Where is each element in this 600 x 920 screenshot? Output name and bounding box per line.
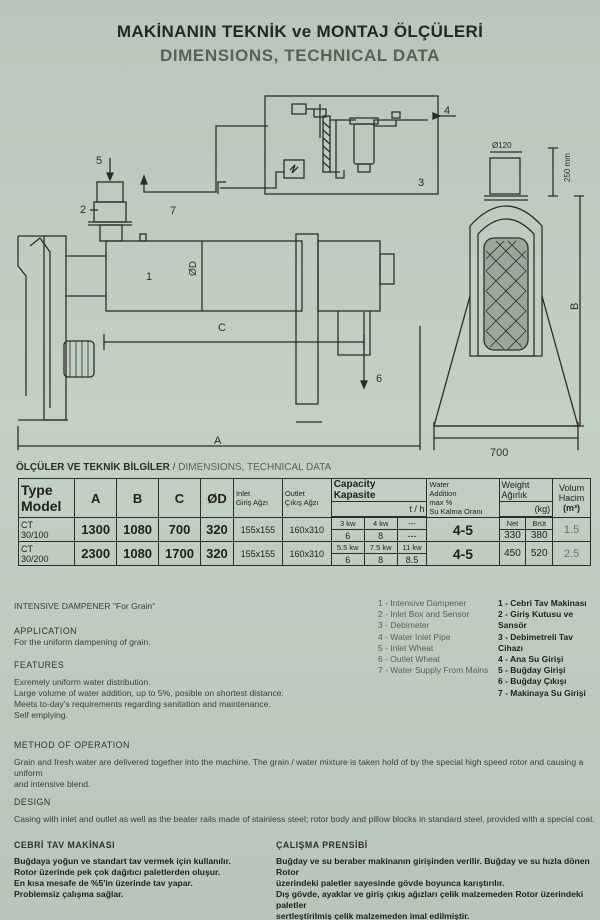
label-5: 5 xyxy=(96,155,102,167)
table-heading: ÖLÇÜLER VE TEKNİK BİLGİLER / DIMENSIONS,… xyxy=(16,462,332,473)
label-3: 3 xyxy=(418,177,424,189)
application-section: APPLICATION For the uniform dampening of… xyxy=(14,626,151,647)
label-1: 1 xyxy=(146,271,152,283)
method-section: METHOD OF OPERATION Grain and fresh wate… xyxy=(14,740,584,789)
technical-drawing: 4 3 5 2 7 1 ØD 6 C xyxy=(17,95,584,458)
features-section: FEATURES Exremely uniform water distribu… xyxy=(14,660,284,720)
water-supply-box xyxy=(264,95,439,195)
product-name: INTENSIVE DAMPENER "For Grain" xyxy=(14,601,156,611)
valve-assembly xyxy=(291,103,327,138)
sensor-box xyxy=(283,159,305,179)
label-4: 4 xyxy=(444,105,450,117)
label-2: 2 xyxy=(80,204,86,216)
inlet-box xyxy=(96,181,124,203)
side-body xyxy=(469,205,543,357)
title-turkish: MAKİNANIN TEKNİK ve MONTAJ ÖLÇÜLERİ xyxy=(116,22,484,41)
label-7: 7 xyxy=(170,205,176,217)
design-section: DESIGN Casing with inlet and outlet as w… xyxy=(14,797,595,824)
filter xyxy=(353,123,375,165)
dim-d120: Ø120 xyxy=(492,141,512,150)
dim-700: 700 xyxy=(490,447,508,458)
side-inlet xyxy=(489,157,521,195)
dim-250: 250 mm xyxy=(563,153,572,182)
calisma-section: ÇALIŞMA PRENSİBİ Buğday ve su beraber ma… xyxy=(276,840,590,920)
dampener-body xyxy=(105,240,303,312)
left-frame xyxy=(43,235,67,421)
outlet xyxy=(337,311,371,356)
title-english: DIMENSIONS, TECHNICAL DATA xyxy=(159,46,441,65)
label-od: ØD xyxy=(188,261,199,276)
cebri-section: CEBRİ TAV MAKİNASI Buğdaya yoğun ve stan… xyxy=(14,840,231,899)
label-6: 6 xyxy=(376,373,382,385)
water-pipe xyxy=(143,125,268,193)
dim-b: B xyxy=(569,303,581,310)
right-flange xyxy=(295,233,319,405)
dim-c: C xyxy=(218,322,226,334)
dim-a: A xyxy=(214,435,222,447)
motor xyxy=(63,340,95,378)
